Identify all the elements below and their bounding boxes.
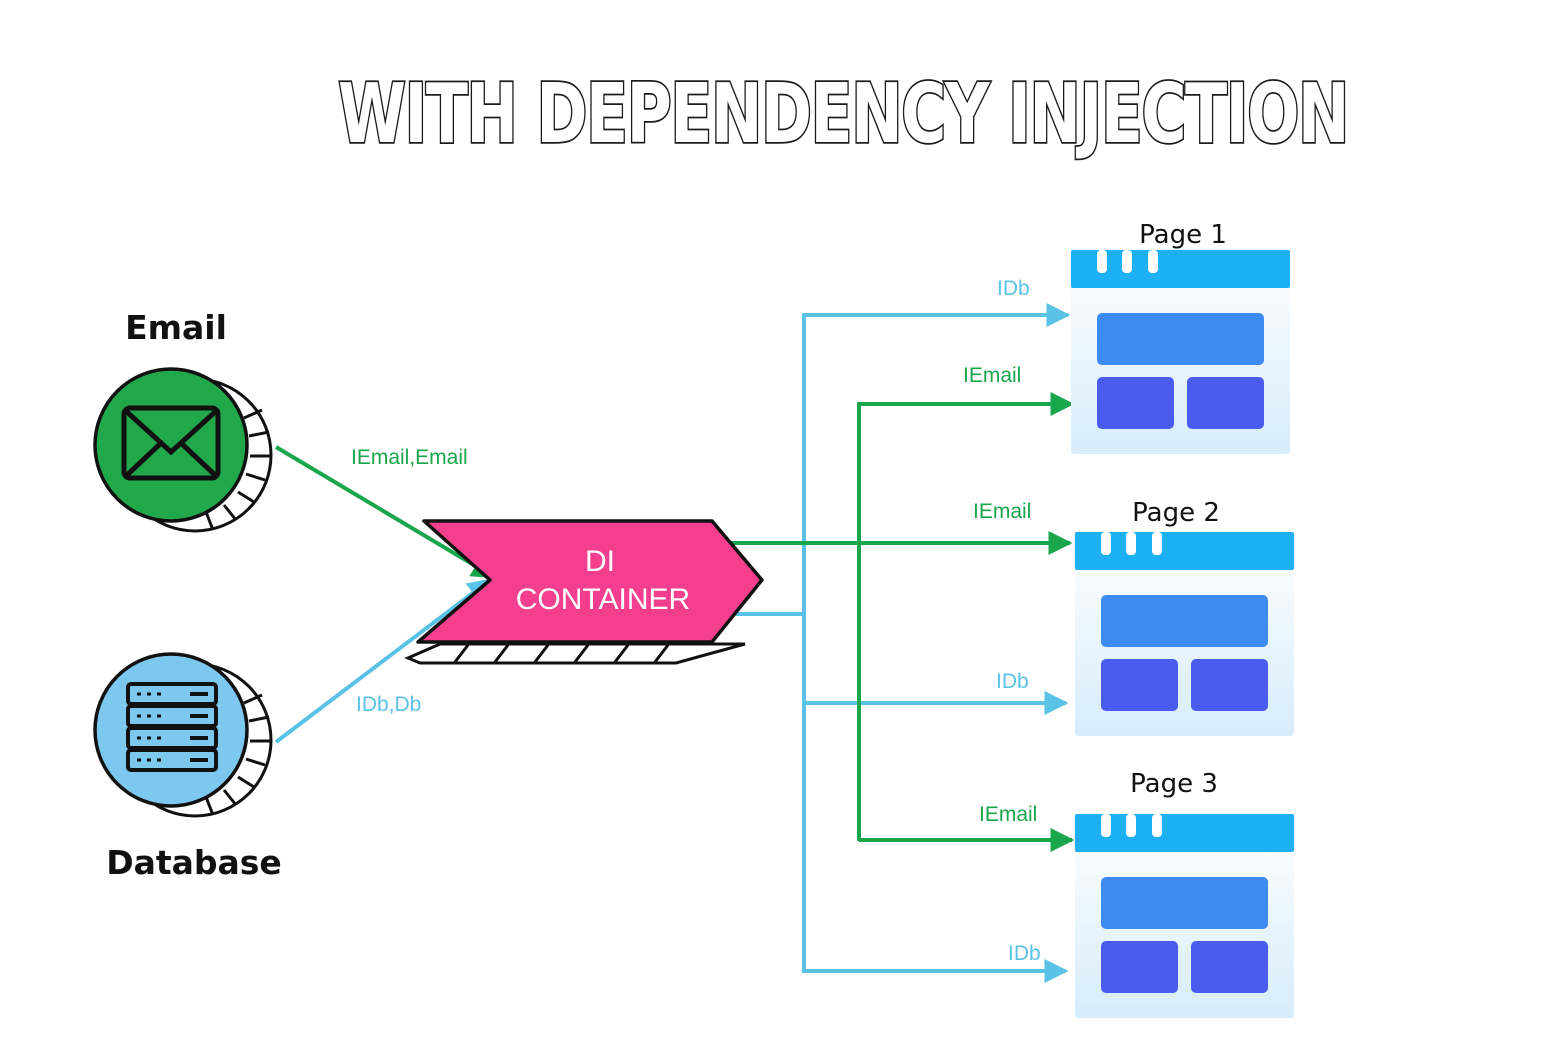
- diagram-title: WITH DEPENDENCY INJECTION: [338, 67, 1348, 162]
- database-label: Database: [106, 843, 282, 882]
- page-2: Page 2: [1075, 498, 1294, 736]
- edge-email-to-container: [274, 445, 497, 579]
- edge-label-idb-page-1: IDb: [997, 277, 1030, 300]
- page-3: Page 3: [1075, 769, 1294, 1018]
- di-container: DI CONTAINER: [404, 519, 764, 665]
- database-node: Database: [93, 652, 282, 882]
- envelope-icon: [121, 405, 221, 481]
- container-label-line-2: CONTAINER: [516, 583, 690, 616]
- server-rack-icon: [126, 682, 218, 772]
- edge-label-iemail-page-1: IEmail: [963, 364, 1021, 387]
- page-1: Page 1: [1071, 220, 1290, 454]
- page-2-label: Page 2: [1132, 498, 1220, 528]
- edge-label-iemail-page-2: IEmail: [973, 500, 1031, 523]
- edge-label-database: IDb,Db: [356, 693, 421, 716]
- iemail-bus: [720, 392, 1075, 852]
- page-3-label: Page 3: [1130, 769, 1218, 799]
- container-label-line-1: DI: [585, 545, 615, 578]
- edge-label-idb-page-3: IDb: [1008, 942, 1041, 965]
- edge-label-iemail-page-3: IEmail: [979, 803, 1037, 826]
- idb-bus: [736, 303, 1071, 983]
- email-label: Email: [125, 308, 227, 347]
- edge-label-idb-page-2: IDb: [996, 670, 1029, 693]
- edge-database-to-container: [274, 578, 492, 744]
- edge-label-email: IEmail,Email: [351, 446, 468, 469]
- email-node: Email: [93, 308, 273, 533]
- page-1-label: Page 1: [1139, 220, 1227, 250]
